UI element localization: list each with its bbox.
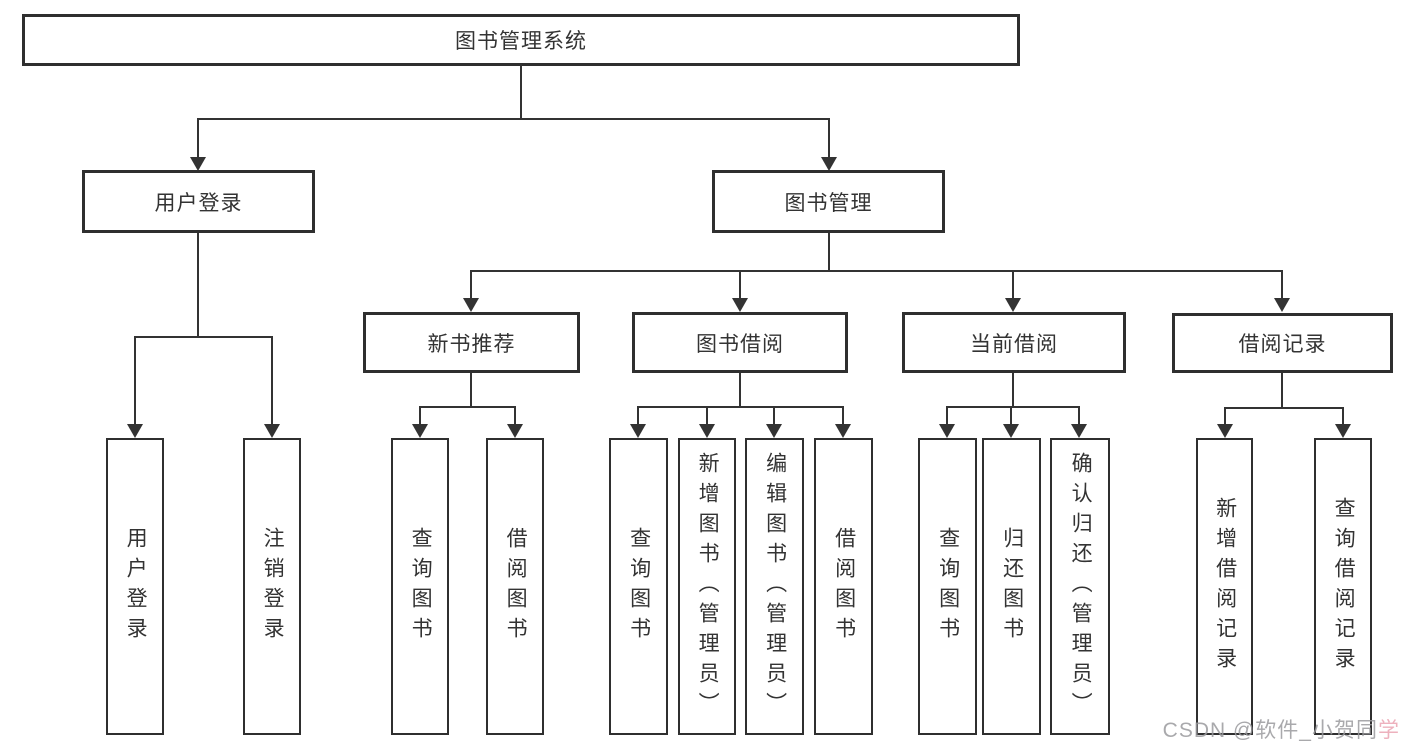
- arrowhead-down-icon: [412, 424, 428, 438]
- connector-line: [1342, 407, 1344, 424]
- leaf-edit-books-admin: 编辑图书（管理员）: [745, 438, 804, 735]
- leaf-query-borrow-record: 查询借阅记录: [1314, 438, 1372, 735]
- leaf-add-books-admin-label: 新增图书（管理员）: [696, 451, 720, 722]
- arrowhead-down-icon: [732, 298, 748, 312]
- arrowhead-down-icon: [1003, 424, 1019, 438]
- node-book-management: 图书管理: [712, 170, 945, 233]
- connector-line: [419, 406, 516, 408]
- arrowhead-down-icon: [1217, 424, 1233, 438]
- arrowhead-down-icon: [1005, 298, 1021, 312]
- connector-line: [470, 270, 472, 298]
- connector-line: [1281, 270, 1283, 298]
- arrowhead-down-icon: [264, 424, 280, 438]
- arrowhead-down-icon: [766, 424, 782, 438]
- leaf-query-books-borrow: 查询图书: [609, 438, 668, 735]
- arrowhead-down-icon: [1071, 424, 1087, 438]
- connector-line: [1224, 407, 1226, 424]
- node-user-login: 用户登录: [82, 170, 315, 233]
- leaf-edit-books-admin-label: 编辑图书（管理员）: [763, 451, 787, 722]
- leaf-confirm-return-admin-label: 确认归还（管理员）: [1069, 451, 1093, 722]
- leaf-logout: 注销登录: [243, 438, 301, 735]
- arrowhead-down-icon: [835, 424, 851, 438]
- connector-line: [637, 406, 844, 408]
- watermark-gray-text: CSDN @软件_小贺同: [1162, 719, 1378, 742]
- leaf-return-books: 归还图书: [982, 438, 1041, 735]
- leaf-add-books-admin: 新增图书（管理员）: [678, 438, 736, 735]
- node-borrow-records-label: 借阅记录: [1238, 333, 1327, 356]
- connector-line: [739, 373, 741, 406]
- connector-line: [706, 406, 708, 424]
- connector-line: [134, 336, 273, 338]
- leaf-confirm-return-admin: 确认归还（管理员）: [1050, 438, 1110, 735]
- arrowhead-down-icon: [1274, 298, 1290, 312]
- leaf-user-login: 用户登录: [106, 438, 164, 735]
- node-root: 图书管理系统: [22, 14, 1020, 66]
- node-borrow-records: 借阅记录: [1172, 313, 1393, 373]
- node-book-borrow: 图书借阅: [632, 312, 848, 373]
- arrowhead-down-icon: [1335, 424, 1351, 438]
- node-new-book-recommend-label: 新书推荐: [427, 332, 516, 356]
- leaf-query-books-recommend-label: 查询图书: [409, 526, 433, 647]
- leaf-logout-label: 注销登录: [261, 526, 285, 647]
- connector-line: [134, 336, 136, 424]
- leaf-borrow-books-recommend: 借阅图书: [486, 438, 544, 735]
- connector-line: [1224, 407, 1344, 409]
- arrowhead-down-icon: [507, 424, 523, 438]
- leaf-add-borrow-record: 新增借阅记录: [1196, 438, 1253, 735]
- connector-line: [197, 118, 830, 120]
- node-current-borrow: 当前借阅: [902, 312, 1126, 373]
- leaf-query-borrow-record-label: 查询借阅记录: [1332, 496, 1356, 677]
- connector-line: [271, 336, 273, 424]
- arrowhead-down-icon: [699, 424, 715, 438]
- leaf-return-books-label: 归还图书: [1000, 526, 1024, 647]
- connector-line: [1012, 270, 1014, 298]
- connector-line: [470, 270, 1283, 272]
- connector-line: [520, 64, 522, 118]
- csdn-watermark: CSDN @软件_小贺同学: [1163, 714, 1400, 744]
- leaf-borrow-books: 借阅图书: [814, 438, 873, 735]
- connector-line: [637, 406, 639, 424]
- leaf-add-borrow-record-label: 新增借阅记录: [1213, 496, 1237, 677]
- connector-line: [197, 233, 199, 336]
- connector-line: [1012, 373, 1014, 406]
- connector-line: [197, 118, 199, 158]
- node-user-login-label: 用户登录: [154, 191, 243, 215]
- arrowhead-down-icon: [821, 157, 837, 171]
- connector-line: [946, 406, 948, 424]
- node-book-management-label: 图书管理: [784, 191, 873, 215]
- connector-line: [739, 270, 741, 298]
- node-current-borrow-label: 当前借阅: [970, 332, 1058, 356]
- connector-line: [514, 406, 516, 424]
- node-book-borrow-label: 图书借阅: [696, 332, 784, 356]
- arrowhead-down-icon: [939, 424, 955, 438]
- leaf-query-books-borrow-label: 查询图书: [627, 526, 651, 647]
- connector-line: [842, 406, 844, 424]
- arrowhead-down-icon: [463, 298, 479, 312]
- connector-line: [470, 373, 472, 406]
- connector-line: [1010, 406, 1012, 424]
- connector-line: [773, 406, 775, 424]
- leaf-borrow-books-recommend-label: 借阅图书: [504, 526, 528, 647]
- leaf-query-books-current: 查询图书: [918, 438, 977, 735]
- connector-line: [1078, 406, 1080, 424]
- leaf-query-books-current-label: 查询图书: [936, 526, 960, 647]
- arrowhead-down-icon: [630, 424, 646, 438]
- connector-line: [1281, 373, 1283, 407]
- arrowhead-down-icon: [190, 157, 206, 171]
- connector-line: [946, 406, 1080, 408]
- node-root-label: 图书管理系统: [455, 30, 587, 53]
- leaf-query-books-recommend: 查询图书: [391, 438, 449, 735]
- arrowhead-down-icon: [127, 424, 143, 438]
- connector-line: [419, 406, 421, 424]
- connector-line: [828, 118, 830, 158]
- leaf-user-login-label: 用户登录: [124, 526, 148, 647]
- node-new-book-recommend: 新书推荐: [363, 312, 580, 373]
- watermark-pink-text: 学: [1378, 719, 1400, 742]
- connector-line: [828, 233, 830, 270]
- leaf-borrow-books-label: 借阅图书: [832, 526, 856, 647]
